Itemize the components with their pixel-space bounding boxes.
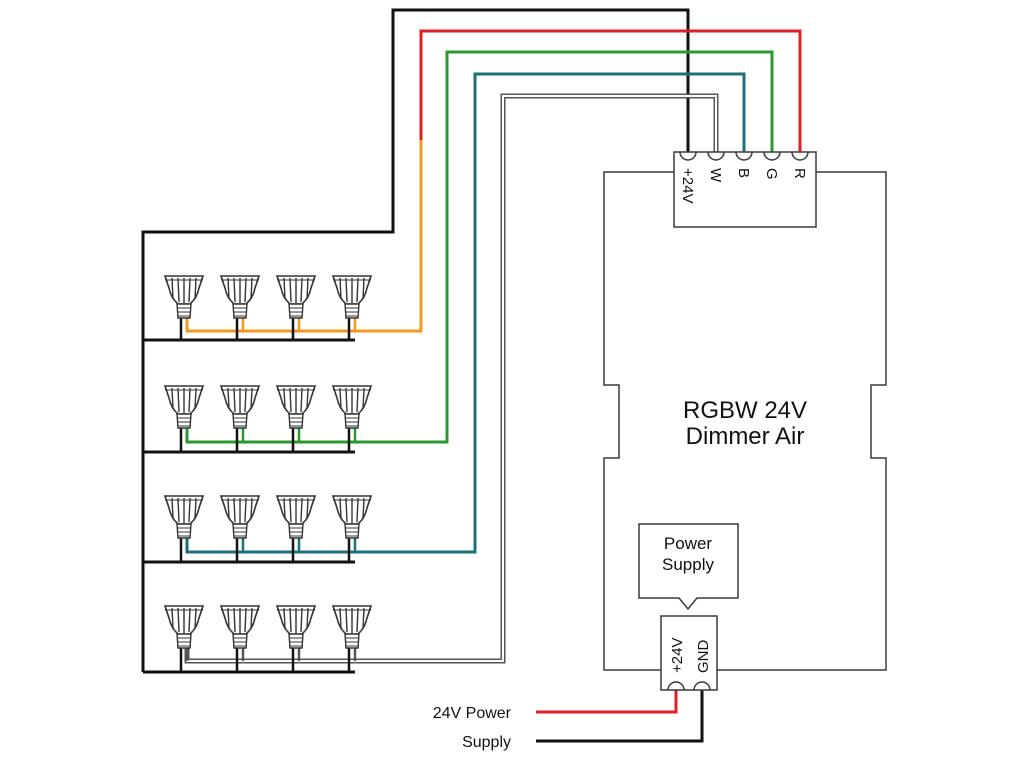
lamp-icon: [164, 385, 204, 429]
wire-plus24v-common: [141, 8, 690, 672]
lamp-row-1: [164, 275, 372, 319]
lamp-icon: [164, 275, 204, 319]
output-terminal-block: +24V W B G R: [673, 151, 817, 228]
wire-supply-plus24v: [536, 690, 678, 714]
lamp-row-3: [164, 495, 372, 539]
supply-caption-line2: Supply: [462, 734, 511, 751]
device-title-line1: RGBW 24V: [683, 397, 807, 424]
terminal-label-r: R: [791, 168, 808, 179]
power-supply-label-line1: Power: [664, 534, 713, 553]
lamp-icon: [332, 275, 372, 319]
power-supply-box: Power Supply: [638, 523, 739, 611]
lamp-drops-row2: [179, 428, 357, 452]
lamp-drops-row3: [179, 538, 357, 562]
terminal-label-w: W: [707, 168, 724, 183]
lamp-icon: [220, 275, 260, 319]
input-terminal-block: +24V GND: [660, 615, 718, 691]
lamp-icon: [220, 495, 260, 539]
lamp-icon: [276, 275, 316, 319]
lamp-icon: [332, 605, 372, 649]
wire-red-channel: [419, 29, 802, 170]
terminal-label-plus24v: +24V: [679, 168, 696, 203]
lamp-icon: [276, 385, 316, 429]
lamp-drops-row4: [179, 648, 357, 672]
device-title-line2: Dimmer Air: [686, 423, 805, 450]
input-label-plus24v: +24V: [669, 638, 686, 673]
wire-common-branches: [143, 338, 355, 674]
lamp-icon: [332, 495, 372, 539]
lamp-icon: [220, 605, 260, 649]
lamp-icon: [276, 605, 316, 649]
lamp-row-4: [164, 605, 372, 649]
terminal-label-b: B: [735, 168, 752, 178]
lamp-icon: [332, 385, 372, 429]
terminal-label-g: G: [763, 168, 780, 180]
lamp-row-2: [164, 385, 372, 429]
power-supply-label-line2: Supply: [662, 555, 714, 574]
lamp-icon: [164, 495, 204, 539]
lamp-drops-row1: [179, 318, 357, 340]
lamp-icon: [164, 605, 204, 649]
input-label-gnd: GND: [695, 640, 712, 674]
lamp-icon: [220, 385, 260, 429]
supply-caption-line1: 24V Power: [433, 705, 512, 722]
lamp-icon: [276, 495, 316, 539]
wire-supply-gnd: [536, 690, 704, 743]
